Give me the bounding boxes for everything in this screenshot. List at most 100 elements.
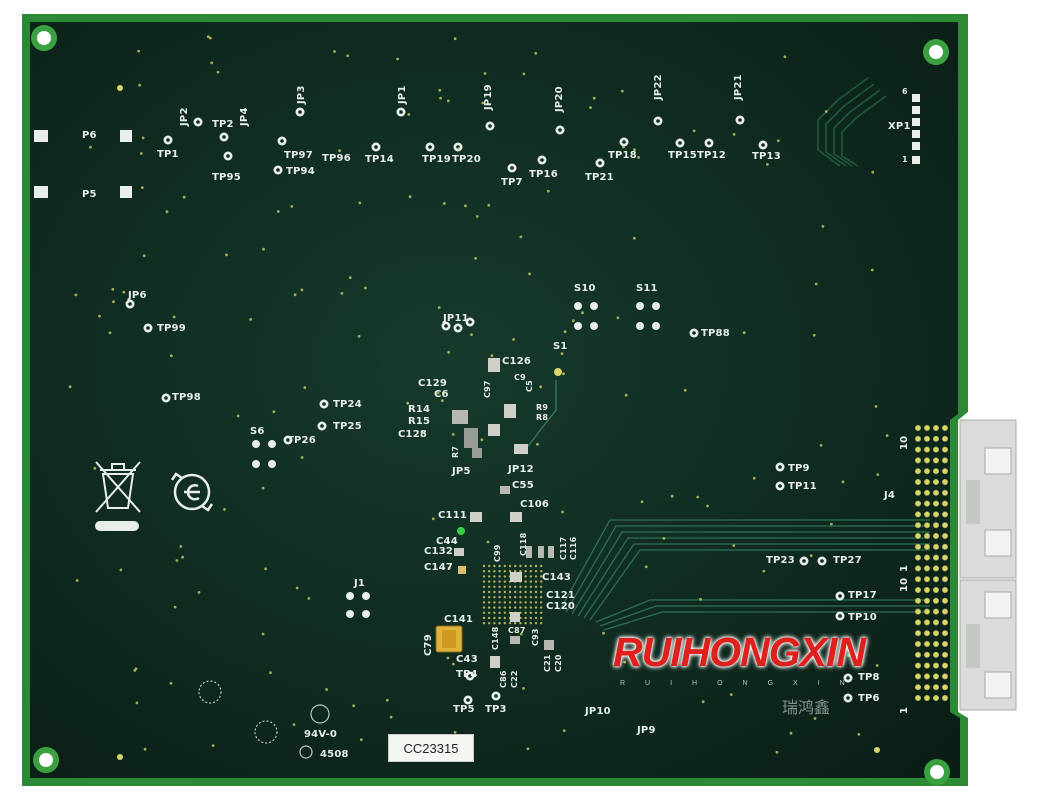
label-tp10: TP10 bbox=[848, 612, 877, 623]
bga-ball bbox=[503, 596, 506, 599]
bga-ball bbox=[540, 580, 543, 583]
bga-ball bbox=[498, 622, 501, 625]
bga-ball bbox=[488, 575, 491, 578]
via bbox=[701, 700, 705, 704]
via bbox=[206, 35, 210, 39]
j4-pin bbox=[923, 511, 931, 518]
label-pin1-mid: 1 bbox=[899, 564, 910, 572]
test-point-hole bbox=[286, 438, 290, 442]
via bbox=[752, 476, 756, 480]
via bbox=[175, 559, 179, 562]
via bbox=[407, 113, 411, 116]
bga-ball bbox=[540, 564, 543, 568]
label-jp3: JP3 bbox=[296, 85, 307, 104]
j4-pin bbox=[923, 435, 931, 442]
via bbox=[637, 156, 640, 159]
via bbox=[874, 405, 878, 408]
bga-ball bbox=[534, 611, 538, 614]
via bbox=[431, 517, 435, 521]
via bbox=[819, 443, 823, 447]
label-tp5: TP5 bbox=[453, 704, 475, 715]
via bbox=[293, 293, 297, 297]
via bbox=[885, 434, 889, 437]
j4-pin bbox=[941, 543, 949, 550]
bga-ball bbox=[540, 622, 543, 625]
label-tp19: TP19 bbox=[422, 154, 451, 165]
label-c97: C97 bbox=[483, 380, 492, 398]
j4-pin bbox=[923, 478, 931, 486]
j4-pin bbox=[914, 511, 922, 518]
j4-pin bbox=[923, 630, 931, 637]
label-r14: R14 bbox=[408, 404, 431, 415]
label-jp2: JP2 bbox=[179, 107, 190, 126]
label-c93: C93 bbox=[531, 628, 540, 646]
bga-ball bbox=[534, 585, 538, 588]
label-c121: C121 bbox=[546, 590, 576, 601]
ul-mark-icon bbox=[198, 680, 330, 759]
label-c43: C43 bbox=[456, 654, 478, 665]
j4-pin bbox=[941, 500, 949, 507]
j4-pin bbox=[914, 565, 922, 572]
j4-pin bbox=[914, 424, 922, 432]
j4-pin bbox=[941, 554, 949, 561]
via bbox=[264, 567, 267, 571]
bga-ball bbox=[498, 616, 501, 620]
via bbox=[696, 495, 700, 499]
test-point-hole bbox=[838, 614, 842, 618]
bga-ball bbox=[540, 601, 543, 604]
via bbox=[526, 747, 530, 751]
j4-pin bbox=[914, 435, 922, 442]
bga-ball bbox=[534, 622, 538, 625]
bga-ball bbox=[534, 616, 538, 620]
test-point-hole bbox=[298, 110, 302, 114]
via bbox=[824, 110, 828, 113]
switch-pads bbox=[252, 302, 660, 618]
label-c44: C44 bbox=[436, 536, 458, 547]
brand-watermark-spaced: RUIHONGXIN bbox=[620, 680, 865, 687]
via bbox=[364, 286, 367, 290]
j4-pin bbox=[932, 684, 940, 691]
via bbox=[340, 292, 344, 295]
j4-pin bbox=[914, 478, 922, 486]
via bbox=[406, 401, 410, 405]
label-tp96: TP96 bbox=[322, 153, 351, 164]
via bbox=[135, 701, 139, 705]
label-tp95: TP95 bbox=[212, 172, 241, 183]
label-tp97: TP97 bbox=[284, 150, 313, 161]
label-c120: C120 bbox=[546, 601, 576, 612]
j4-pin bbox=[923, 673, 931, 680]
j4-pin bbox=[932, 478, 940, 486]
via bbox=[436, 391, 440, 395]
bga-ball bbox=[529, 570, 532, 573]
via bbox=[481, 101, 485, 105]
bga-ball bbox=[540, 585, 543, 588]
via bbox=[269, 671, 272, 674]
via bbox=[775, 750, 779, 754]
test-point-hole bbox=[558, 128, 562, 132]
via bbox=[169, 681, 173, 685]
j4-pin bbox=[923, 532, 931, 540]
label-tp98: TP98 bbox=[172, 392, 201, 403]
via bbox=[182, 195, 186, 199]
bga-ball bbox=[508, 606, 512, 609]
j4-pin bbox=[914, 619, 922, 626]
label-tp18: TP18 bbox=[608, 150, 637, 161]
j4-pin bbox=[941, 489, 949, 496]
via bbox=[137, 49, 141, 53]
j4-pin bbox=[932, 543, 940, 550]
label-c126: C126 bbox=[502, 356, 532, 367]
serial-sticker: CC23315 bbox=[388, 734, 474, 762]
label-jp21: JP21 bbox=[733, 74, 744, 100]
bga-ball bbox=[482, 622, 486, 625]
bga-ball bbox=[482, 616, 486, 620]
via bbox=[841, 480, 845, 484]
bga-ball bbox=[488, 616, 491, 620]
j4-pin bbox=[941, 576, 949, 583]
via bbox=[111, 287, 115, 291]
bga-ball bbox=[514, 585, 517, 588]
via bbox=[98, 314, 101, 318]
bga-ball bbox=[524, 564, 527, 568]
bga-ball bbox=[519, 601, 522, 604]
via bbox=[261, 632, 265, 636]
via bbox=[93, 466, 97, 470]
